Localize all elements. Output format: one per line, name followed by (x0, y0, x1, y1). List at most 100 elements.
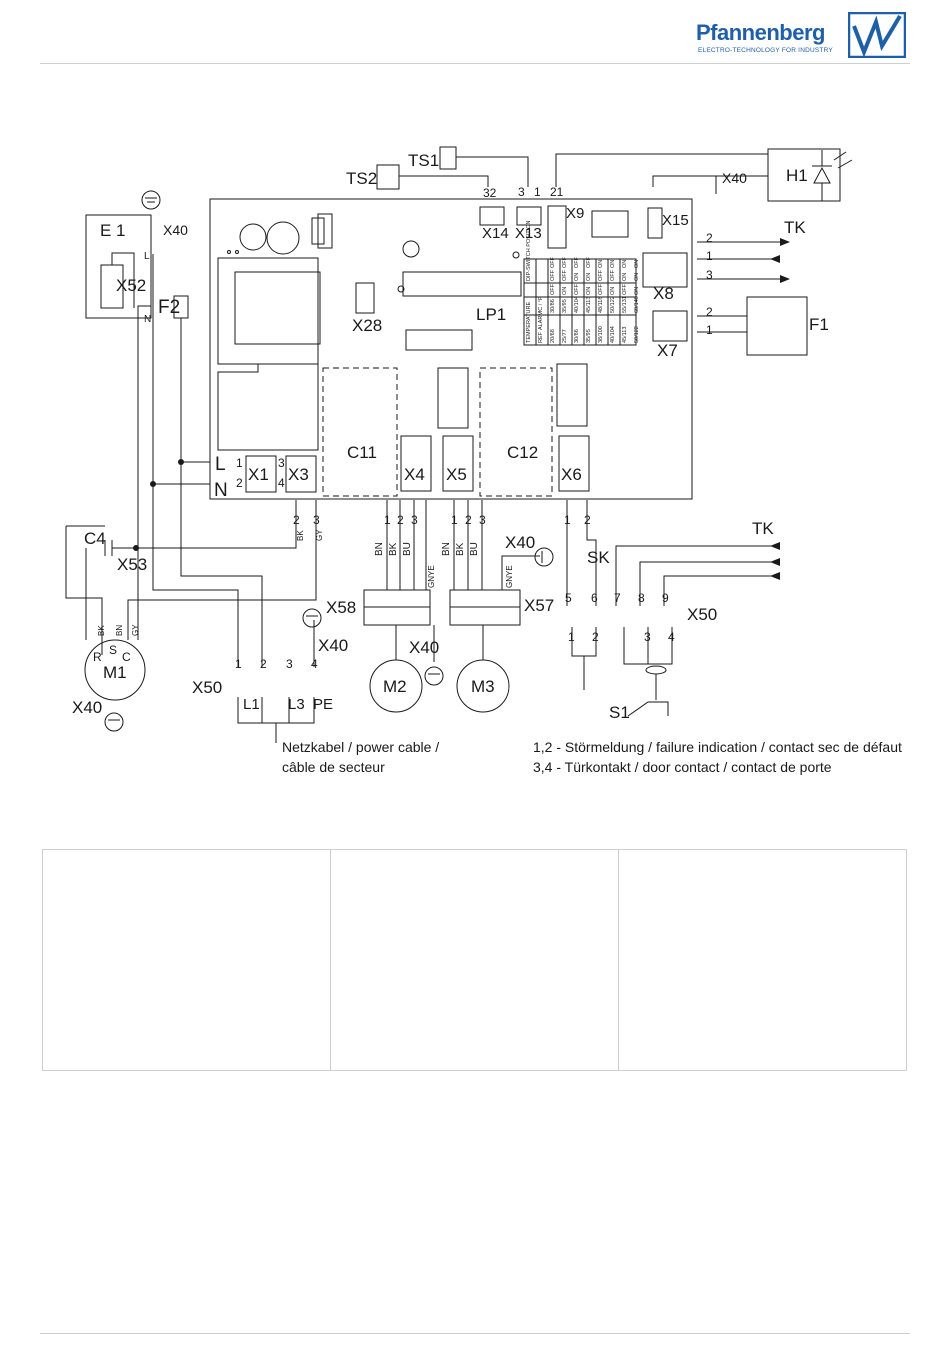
pin-label: 4 (311, 657, 318, 671)
label-x40-m2: X40 (409, 638, 439, 657)
pin-label: 3 (286, 657, 293, 671)
pin-label: 1 (235, 657, 242, 671)
pin-label: 4 (278, 476, 285, 490)
dip-cell-ref: 45/113 (622, 327, 628, 343)
brand-tagline: ELECTRO-TECHNOLOGY FOR INDUSTRY (698, 47, 833, 54)
pin-label: 2 (236, 476, 243, 490)
dip-header-position: DIP-SWITCH POSITION (526, 220, 532, 281)
pin-label: 1 (384, 513, 391, 527)
wire-label: GNYE (505, 565, 514, 588)
dip-cell-switch: ON (622, 260, 628, 268)
pin-label: 1 (568, 630, 575, 644)
pin-label: 3 (313, 513, 320, 527)
pin-label: 8 (638, 591, 645, 605)
pin-label: 5 (565, 591, 572, 605)
pin-label: 4 (668, 630, 675, 644)
dip-cell-switch: ON (586, 287, 592, 295)
label-l-small: L (144, 251, 150, 262)
dip-sub-units: °C / °F (538, 296, 544, 313)
dip-cell-ref: 30/86 (574, 329, 580, 343)
dip-cell-alarm: 48/118 (598, 297, 604, 313)
pin-label: 3 (644, 630, 651, 644)
label-x40-m3: X40 (505, 533, 535, 552)
dip-cell-ref: 50/122 (634, 326, 640, 343)
pin-label: 2 (706, 305, 713, 319)
note-failure: 1,2 - Störmeldung / failure indication /… (533, 739, 902, 755)
dip-cell-alarm: 45/113 (586, 297, 592, 313)
dip-cell-ref: 25/77 (562, 329, 568, 343)
footer-rule (40, 1333, 910, 1334)
note-power-cable-fr: câble de secteur (282, 759, 385, 775)
label-n: N (214, 480, 228, 501)
dip-cell-switch: ON (562, 287, 568, 295)
label-lp1: LP1 (476, 305, 506, 324)
label-x40-h1: X40 (722, 170, 747, 186)
dip-cell-ref: 40/104 (610, 326, 616, 343)
label-l: L (215, 454, 226, 475)
dip-cell-switch: OFF (598, 269, 604, 281)
dip-cell-ref: 20/68 (550, 329, 556, 343)
pin-label: 3 (518, 185, 525, 199)
empty-info-table (42, 849, 907, 1071)
pin-label: 3 (278, 456, 285, 470)
dip-cell-alarm: 55/131 (622, 296, 628, 313)
label-x4: X4 (404, 465, 425, 484)
label-e1: E 1 (100, 221, 126, 240)
label-x14: X14 (482, 225, 509, 242)
dip-cell-switch: OFF (550, 283, 556, 295)
table-cell (43, 850, 331, 1070)
pin-label: 32 (483, 186, 497, 200)
table-cell (331, 850, 619, 1070)
header-rule (40, 63, 910, 64)
dip-cell-switch: OFF (574, 283, 580, 295)
pin-label: 21 (550, 185, 564, 199)
wire-label: BK (296, 530, 305, 541)
label-tk-top: TK (784, 218, 806, 237)
pin-label: 2 (584, 513, 591, 527)
dip-cell-switch: ON (610, 287, 616, 295)
pin-label: 1 (534, 185, 541, 199)
label-x15: X15 (662, 212, 689, 229)
pin-label: 3 (479, 513, 486, 527)
label-x28: X28 (352, 316, 382, 335)
label-x7: X7 (657, 341, 678, 360)
wire-label: BK (97, 625, 106, 636)
label-n-small: N (144, 314, 151, 325)
pin-label: 2 (397, 513, 404, 527)
label-x6: X6 (561, 465, 582, 484)
label-x58: X58 (326, 598, 356, 617)
dip-cell-switch: OFF (562, 256, 568, 268)
dip-sub-ref: REF (538, 331, 544, 343)
label-c11: C11 (347, 443, 377, 462)
dip-cell-alarm: 60/140 (634, 296, 640, 313)
dip-cell-switch: OFF (598, 283, 604, 295)
dip-cell-switch: OFF (562, 269, 568, 281)
label-c4: C4 (84, 529, 106, 548)
label-c: C (122, 650, 131, 664)
note-power-cable: Netzkabel / power cable / (282, 739, 439, 755)
pin-label: 2 (260, 657, 267, 671)
wire-label: BK (388, 542, 399, 556)
brand-mark-icon (848, 12, 906, 58)
label-sk: SK (587, 548, 610, 567)
label-x3: X3 (288, 465, 309, 484)
pin-label: 3 (411, 513, 418, 527)
pin-label: 1 (564, 513, 571, 527)
dip-cell-switch: OFF (610, 269, 616, 281)
wire-label: BU (402, 542, 413, 556)
dip-cell-alarm: 40/104 (574, 296, 580, 313)
label-x8: X8 (653, 284, 674, 303)
dip-cell-switch: ON (634, 287, 640, 295)
pin-label: 2 (706, 231, 713, 245)
label-s1: S1 (609, 703, 630, 722)
note-door: 3,4 - Türkontakt / door contact / contac… (533, 759, 832, 775)
wire-label: BU (469, 542, 480, 556)
label-ts1: TS1 (408, 151, 439, 170)
table-cell (619, 850, 906, 1070)
dip-sub-alarm: ALARM (538, 311, 544, 330)
dip-cell-switch: ON (598, 260, 604, 268)
dip-cell-switch: OFF (574, 256, 580, 268)
brand-logo: Pfannenberg ELECTRO-TECHNOLOGY FOR INDUS… (696, 12, 910, 58)
label-x57: X57 (524, 596, 554, 615)
dip-cell-switch: OFF (586, 256, 592, 268)
